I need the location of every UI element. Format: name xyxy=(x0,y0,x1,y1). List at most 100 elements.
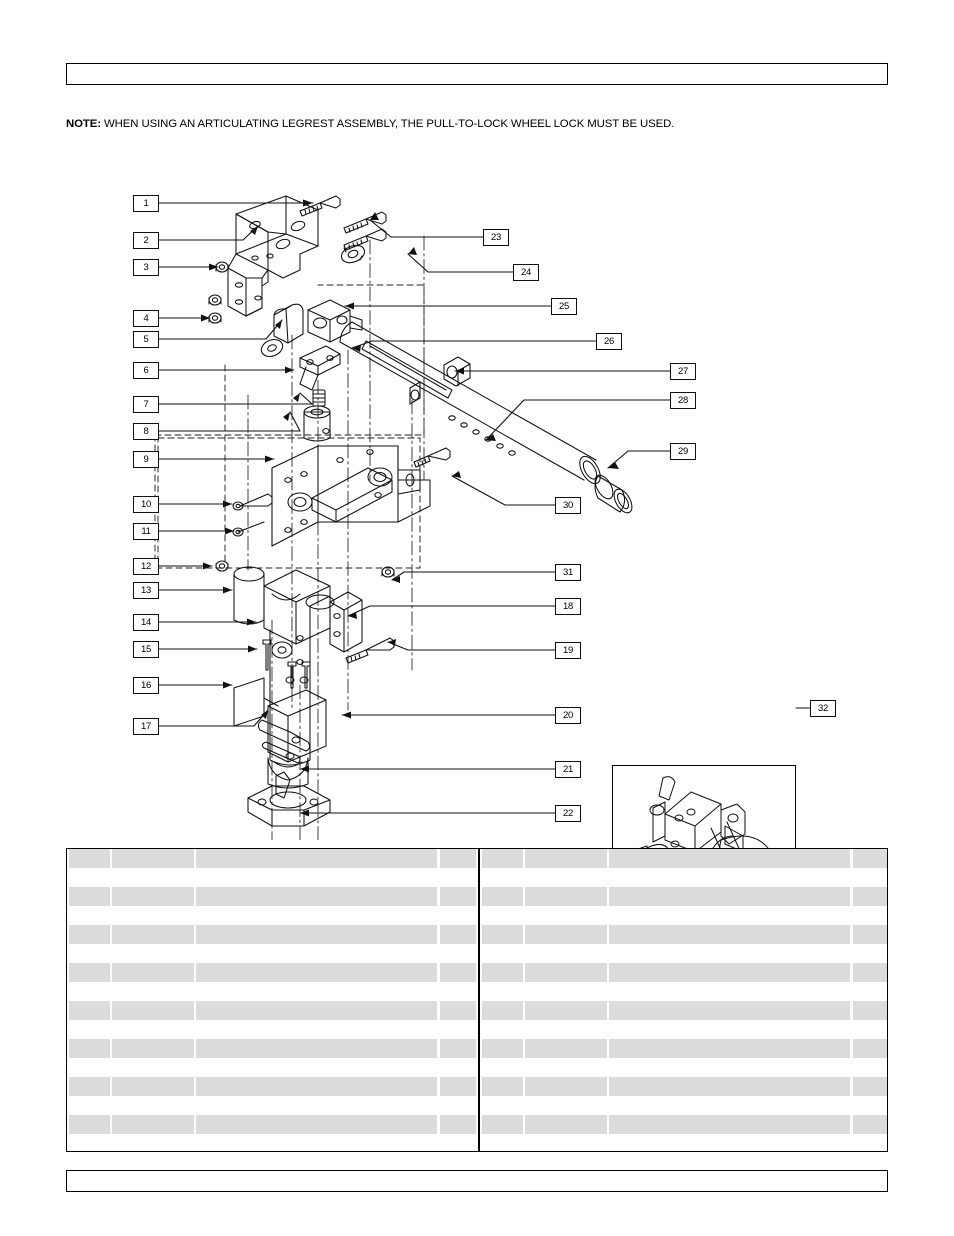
part-23-bolts xyxy=(343,211,387,251)
table-cell-right-0 xyxy=(482,849,523,868)
table-cell-right-0 xyxy=(482,925,523,944)
table-cell-left-2 xyxy=(196,887,437,906)
callout-9[interactable]: 9 xyxy=(133,451,159,468)
callout-23[interactable]: 23 xyxy=(483,229,509,246)
callout-3[interactable]: 3 xyxy=(133,259,159,276)
callout-13[interactable]: 13 xyxy=(133,582,159,599)
callout-24[interactable]: 24 xyxy=(513,264,539,281)
table-cell-left-3 xyxy=(440,963,476,982)
top-mount-bracket xyxy=(227,195,319,317)
parts-list-table xyxy=(66,848,888,1152)
callout-26[interactable]: 26 xyxy=(596,333,622,350)
callout-32[interactable]: 32 xyxy=(810,700,836,717)
part-3-4-bushings xyxy=(208,261,229,324)
table-cell-right-2 xyxy=(609,887,850,906)
exploded-assembly-diagram: 1 2 3 4 5 6 7 8 9 10 11 12 13 14 15 16 1… xyxy=(0,150,954,955)
table-cell-left-2 xyxy=(196,1077,437,1096)
callout-27[interactable]: 27 xyxy=(670,363,696,380)
table-cell-right-2 xyxy=(609,963,850,982)
table-cell-right-1 xyxy=(525,1115,607,1134)
callout-17[interactable]: 17 xyxy=(133,718,159,735)
callout-30[interactable]: 30 xyxy=(555,497,581,514)
table-cell-right-3 xyxy=(853,1077,887,1096)
table-cell-left-1 xyxy=(112,887,194,906)
callout-6[interactable]: 6 xyxy=(133,362,159,379)
part-6-lever xyxy=(299,345,341,391)
part-22-fork-base xyxy=(247,771,331,827)
table-cell-left-1 xyxy=(112,1077,194,1096)
callout-15[interactable]: 15 xyxy=(133,641,159,658)
callout-16[interactable]: 16 xyxy=(133,677,159,694)
callout-18[interactable]: 18 xyxy=(555,598,581,615)
table-cell-right-2 xyxy=(609,1039,850,1058)
callout-11[interactable]: 11 xyxy=(133,523,159,540)
table-cell-right-0 xyxy=(482,1001,523,1020)
table-cell-right-2 xyxy=(609,849,850,868)
part-9-main-plate xyxy=(271,445,431,547)
table-row xyxy=(67,963,887,982)
hidden-outline-boxes xyxy=(154,284,425,569)
note-label: NOTE: xyxy=(66,118,101,130)
note-text: WHEN USING AN ARTICULATING LEGREST ASSEM… xyxy=(100,118,675,130)
callout-31[interactable]: 31 xyxy=(555,564,581,581)
callout-22[interactable]: 22 xyxy=(555,805,581,822)
callout-7[interactable]: 7 xyxy=(133,396,159,413)
table-cell-right-1 xyxy=(525,1039,607,1058)
part-8-cup xyxy=(303,405,331,442)
table-cell-left-2 xyxy=(196,925,437,944)
part-1-bolt xyxy=(299,195,341,217)
part-17-latch xyxy=(257,719,311,764)
callout-4[interactable]: 4 xyxy=(133,310,159,327)
table-row xyxy=(67,1115,887,1134)
callout-10[interactable]: 10 xyxy=(133,496,159,513)
part-31-bushing xyxy=(381,566,395,578)
table-row xyxy=(67,887,887,906)
table-cell-right-1 xyxy=(525,1001,607,1020)
part-27-collar-b xyxy=(409,381,421,405)
callout-2[interactable]: 2 xyxy=(133,232,159,249)
callout-19[interactable]: 19 xyxy=(555,642,581,659)
callout-29[interactable]: 29 xyxy=(670,443,696,460)
table-cell-left-3 xyxy=(440,887,476,906)
table-cell-right-3 xyxy=(853,887,887,906)
table-cell-right-3 xyxy=(853,1039,887,1058)
table-cell-right-3 xyxy=(853,1115,887,1134)
header-title-bar xyxy=(66,63,888,85)
table-cell-left-0 xyxy=(69,1001,110,1020)
table-cell-right-2 xyxy=(609,1115,850,1134)
leader-lines-right xyxy=(299,219,811,814)
part-18-19-bracket xyxy=(329,591,395,664)
table-cell-left-0 xyxy=(69,887,110,906)
callout-14[interactable]: 14 xyxy=(133,614,159,631)
callout-21[interactable]: 21 xyxy=(555,761,581,778)
table-row xyxy=(67,1039,887,1058)
table-center-divider xyxy=(478,849,480,1151)
table-cell-right-1 xyxy=(525,963,607,982)
callout-12[interactable]: 12 xyxy=(133,558,159,575)
callout-20[interactable]: 20 xyxy=(555,707,581,724)
table-cell-left-1 xyxy=(112,925,194,944)
table-cell-right-0 xyxy=(482,1039,523,1058)
part-26-28-tube xyxy=(339,321,601,485)
table-cell-right-0 xyxy=(482,963,523,982)
table-cell-right-3 xyxy=(853,1001,887,1020)
table-cell-right-0 xyxy=(482,1077,523,1096)
part-29-endcap xyxy=(594,474,633,514)
table-cell-left-3 xyxy=(440,1115,476,1134)
callout-1[interactable]: 1 xyxy=(133,195,159,212)
part-30-pin xyxy=(413,447,451,468)
table-cell-right-3 xyxy=(853,925,887,944)
callout-5[interactable]: 5 xyxy=(133,331,159,348)
table-cell-right-0 xyxy=(482,1115,523,1134)
table-cell-left-2 xyxy=(196,1115,437,1134)
callout-8[interactable]: 8 xyxy=(133,423,159,440)
table-cell-left-3 xyxy=(440,1077,476,1096)
leader-lines-left xyxy=(158,202,314,727)
callout-28[interactable]: 28 xyxy=(670,392,696,409)
part-15-screws xyxy=(262,639,311,689)
callout-25[interactable]: 25 xyxy=(551,298,577,315)
footer-title-bar xyxy=(66,1170,888,1192)
table-cell-left-3 xyxy=(440,925,476,944)
part-5-block xyxy=(273,303,304,344)
table-row xyxy=(67,1001,887,1020)
